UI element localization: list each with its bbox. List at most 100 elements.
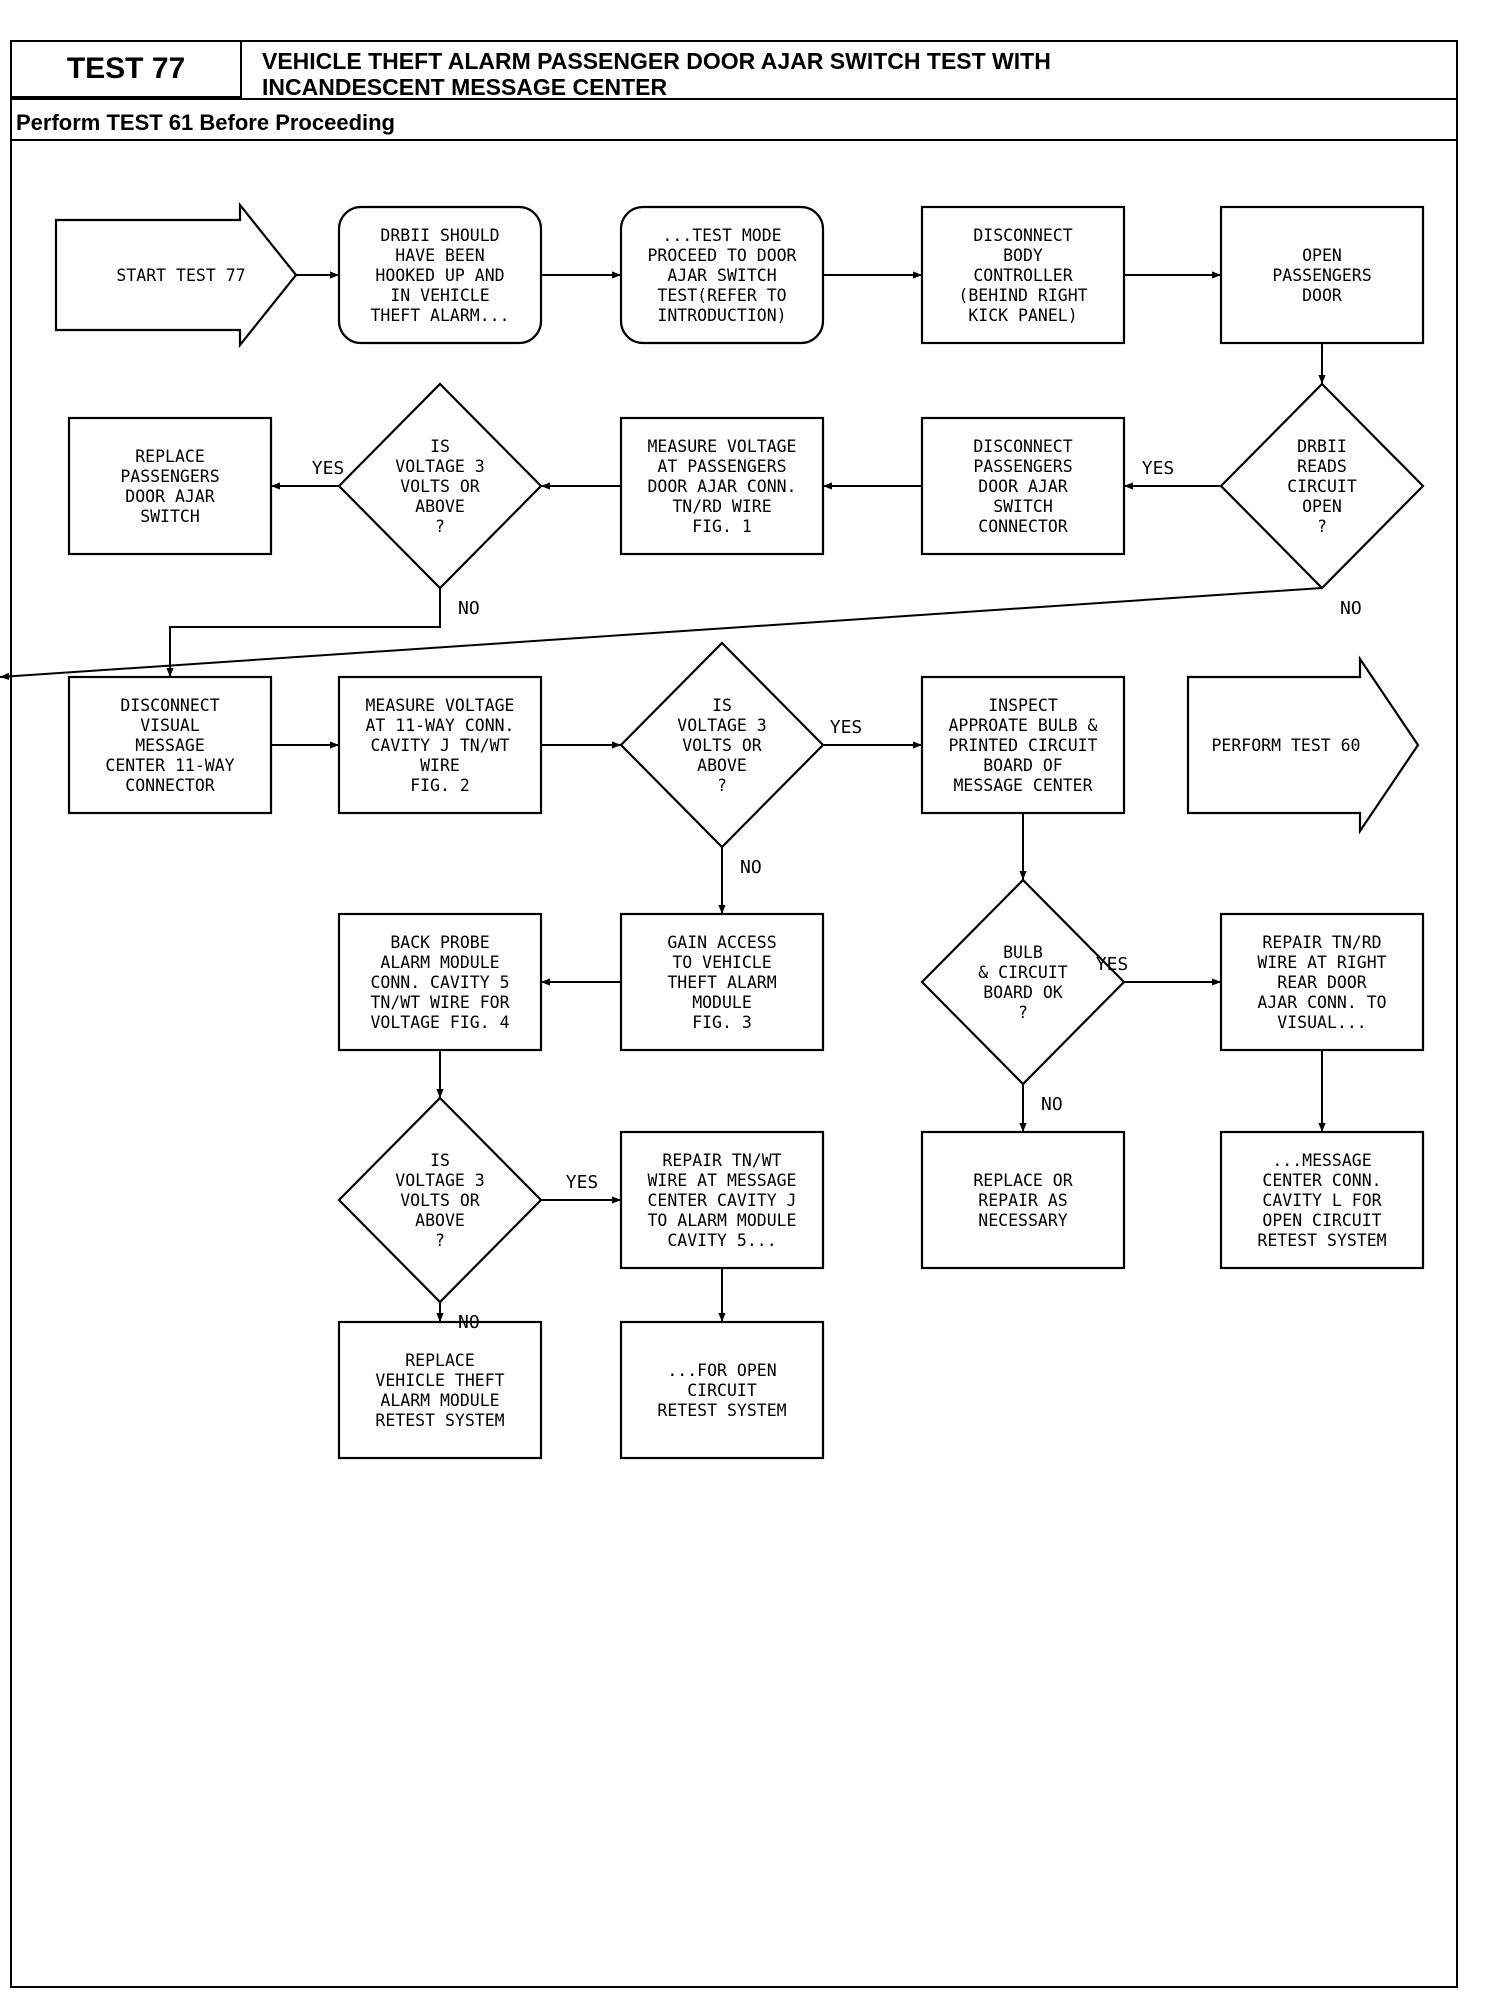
- node-text-line: MEASURE VOLTAGE: [647, 437, 796, 456]
- process-box-shape: [1219, 205, 1425, 345]
- node-text-line: REPAIR TN/WT: [662, 1151, 781, 1170]
- node-text-line: IS: [430, 1151, 450, 1170]
- node-text-line: CONN. CAVITY 5: [370, 973, 509, 992]
- node-text-line: TN/WT WIRE FOR: [370, 993, 509, 1012]
- node-text-line: OPEN CIRCUIT: [1262, 1211, 1381, 1230]
- process-box-shape: [619, 1130, 825, 1270]
- decision-shape: [619, 641, 825, 849]
- node-text-line: MEASURE VOLTAGE: [365, 696, 514, 715]
- rounded-box-shape: [619, 205, 825, 345]
- node-text-line: THEFT ALARM: [667, 973, 776, 992]
- connector-voltage-check-1-to-disconnect-message-center: [166, 588, 441, 677]
- node-text-line: VOLTS OR: [400, 477, 480, 496]
- node-text-line: PASSENGERS: [120, 467, 219, 486]
- node-text-line: OPEN: [1302, 246, 1342, 265]
- page-frame: [10, 40, 1458, 1988]
- node-text-line: CONNECTOR: [125, 776, 214, 795]
- node-text-line: ABOVE: [415, 1211, 465, 1230]
- node-text-line: TO VEHICLE: [672, 953, 771, 972]
- node-perform-test-60: PERFORM TEST 60: [1186, 655, 1420, 835]
- node-text-line: DOOR AJAR CONN.: [647, 477, 796, 496]
- node-text-line: TN/RD WIRE: [672, 497, 771, 516]
- node-text-line: MESSAGE: [135, 736, 205, 755]
- node-text-line: ?: [1018, 1003, 1028, 1022]
- node-text-line: RETEST SYSTEM: [375, 1411, 504, 1430]
- node-text-line: PASSENGERS: [1272, 266, 1371, 285]
- process-box-shape: [1219, 1130, 1425, 1270]
- process-box-shape: [337, 675, 543, 815]
- decision-shape: [1219, 382, 1425, 590]
- node-text-line: BULB: [1003, 943, 1043, 962]
- node-text-line: INTRODUCTION): [657, 306, 786, 325]
- node-text-line: MODULE: [692, 993, 752, 1012]
- branch-label: NO: [458, 1312, 480, 1333]
- branch-label: NO: [740, 857, 762, 878]
- node-text-line: GAIN ACCESS: [667, 933, 776, 952]
- node-text-line: CONTROLLER: [973, 266, 1072, 285]
- node-text-line: WIRE AT MESSAGE: [647, 1171, 796, 1190]
- node-text-line: FIG. 3: [692, 1013, 752, 1032]
- process-box-shape: [920, 1130, 1126, 1270]
- node-text-line: DOOR AJAR: [125, 487, 214, 506]
- node-text-line: RETEST SYSTEM: [657, 1401, 786, 1420]
- node-text-line: CIRCUIT: [687, 1381, 757, 1400]
- node-text-line: REPLACE OR: [973, 1171, 1072, 1190]
- decision-shape: [920, 878, 1126, 1086]
- branch-label: YES: [566, 1172, 599, 1193]
- node-text-line: CENTER CAVITY J: [647, 1191, 796, 1210]
- node-text-line: VISUAL: [140, 716, 200, 735]
- node-text-line: REAR DOOR: [1277, 973, 1366, 992]
- node-text-line: IN VEHICLE: [390, 286, 489, 305]
- process-box-shape: [920, 416, 1126, 556]
- process-box-shape: [619, 912, 825, 1052]
- node-text-line: CAVITY L FOR: [1262, 1191, 1381, 1210]
- node-text-line: ALARM MODULE: [380, 1391, 499, 1410]
- node-text-line: VOLTAGE 3: [395, 457, 484, 476]
- node-text-line: VEHICLE THEFT: [375, 1371, 504, 1390]
- node-text-line: BOARD OK: [983, 983, 1063, 1002]
- node-text-line: READS: [1297, 457, 1347, 476]
- node-text-line: SWITCH: [993, 497, 1053, 516]
- node-text-line: MESSAGE CENTER: [953, 776, 1092, 795]
- node-text-line: PRINTED CIRCUIT: [948, 736, 1097, 755]
- node-text-line: WIRE AT RIGHT: [1257, 953, 1386, 972]
- process-box-shape: [67, 675, 273, 815]
- node-text-line: DISCONNECT: [973, 226, 1072, 245]
- node-text-line: CENTER 11-WAY: [105, 756, 234, 775]
- node-text-line: BOARD OF: [983, 756, 1062, 775]
- node-text-line: SWITCH: [140, 507, 200, 526]
- node-text-line: AT PASSENGERS: [657, 457, 786, 476]
- node-text-line: ?: [717, 776, 727, 795]
- node-text-line: CENTER CONN.: [1262, 1171, 1381, 1190]
- node-text-line: PROCEED TO DOOR: [647, 246, 796, 265]
- node-text-line: IS: [430, 437, 450, 456]
- branch-label: YES: [830, 717, 863, 738]
- node-text-line: BODY: [1003, 246, 1043, 265]
- node-text-line: REPAIR TN/RD: [1262, 933, 1381, 952]
- node-text-line: REPLACE: [135, 447, 205, 466]
- process-box-shape: [337, 1320, 543, 1460]
- node-text-line: ...FOR OPEN: [667, 1361, 776, 1380]
- node-text-line: VOLTAGE 3: [395, 1171, 484, 1190]
- node-text-line: DISCONNECT: [973, 437, 1072, 456]
- node-text-line: ?: [435, 517, 445, 536]
- test-number: TEST 77: [12, 42, 242, 98]
- node-text-line: TEST(REFER TO: [657, 286, 786, 305]
- node-text-line: VOLTS OR: [400, 1191, 480, 1210]
- node-text-line: ...TEST MODE: [662, 226, 781, 245]
- node-text-line: AJAR SWITCH: [667, 266, 776, 285]
- branch-label: NO: [1340, 598, 1362, 619]
- node-text-line: ABOVE: [415, 497, 465, 516]
